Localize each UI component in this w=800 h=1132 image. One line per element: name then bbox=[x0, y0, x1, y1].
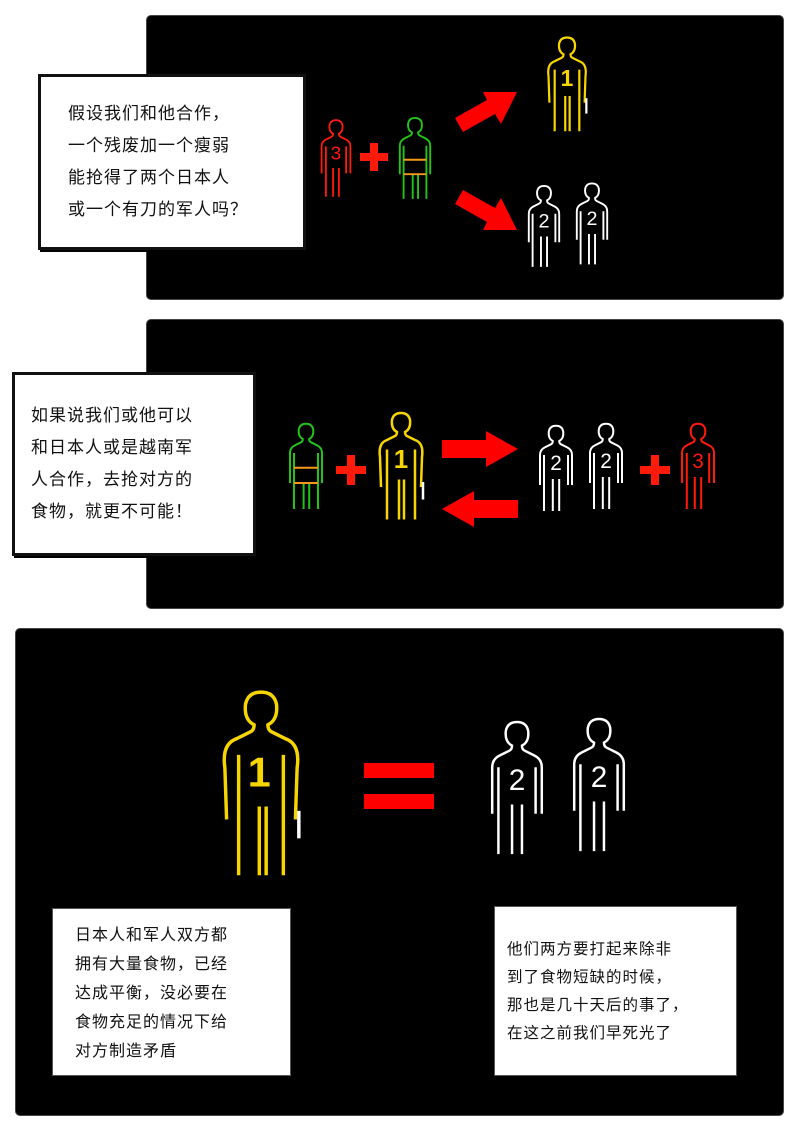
caption-line: 人合作，去抢对方的 bbox=[31, 470, 193, 490]
svg-text:2: 2 bbox=[539, 211, 550, 233]
caption-box-panel-3-left: 日本人和军人双方都 拥有大量食物，已经 达成平衡，没必要在 食物充足的情况下给 … bbox=[52, 908, 291, 1076]
caption-line: 在这之前我们早死光了 bbox=[507, 1024, 673, 1042]
caption-line: 到了食物短缺的时候， bbox=[507, 968, 673, 986]
caption-line: 日本人和军人双方都 bbox=[75, 924, 229, 944]
figure-soldier-yellow-1: 1 bbox=[222, 690, 301, 876]
caption-line: 假设我们和他合作， bbox=[68, 104, 230, 124]
arrow-left bbox=[442, 491, 518, 527]
svg-text:1: 1 bbox=[561, 65, 574, 91]
figure-crippled-red-3: 3 bbox=[320, 119, 352, 197]
svg-text:2: 2 bbox=[509, 764, 526, 797]
figure-japanese-white-2b: 2 bbox=[572, 717, 626, 852]
caption-line: 食物，就更不可能！ bbox=[31, 502, 193, 522]
arrow-down-right bbox=[455, 190, 517, 230]
caption-line: 对方制造矛盾 bbox=[75, 1040, 178, 1060]
plus-operator bbox=[336, 455, 366, 485]
caption-line: 如果说我们或他可以 bbox=[31, 406, 193, 426]
caption-line: 他们两方要打起来除非 bbox=[507, 940, 673, 958]
figure-soldier-yellow-1: 1 bbox=[547, 36, 588, 132]
caption-line: 和日本人或是越南军 bbox=[31, 438, 193, 458]
caption-line: 或一个有刀的军人吗？ bbox=[68, 200, 248, 220]
arrow-right bbox=[442, 431, 518, 467]
figure-japanese-white-2a: 2 bbox=[539, 424, 573, 511]
svg-text:2: 2 bbox=[550, 452, 562, 475]
caption-line: 达成平衡，没必要在 bbox=[75, 982, 229, 1002]
svg-text:2: 2 bbox=[591, 761, 608, 794]
caption-box-panel-3-right: 他们两方要打起来除非 到了食物短缺的时候， 那也是几十天后的事了， 在这之前我们… bbox=[494, 906, 737, 1076]
figure-japanese-white-2a: 2 bbox=[490, 720, 544, 855]
caption-line: 那也是几十天后的事了， bbox=[507, 996, 689, 1014]
figure-soldier-yellow-1: 1 bbox=[378, 411, 425, 520]
figure-japanese-white-2b: 2 bbox=[575, 182, 609, 265]
equals-operator bbox=[364, 763, 434, 811]
figure-weak-green bbox=[398, 117, 432, 199]
svg-text:3: 3 bbox=[331, 143, 341, 164]
caption-box-panel-1: 假设我们和他合作， 一个残废加一个瘦弱 能抢得了两个日本人 或一个有刀的军人吗？ bbox=[38, 74, 306, 250]
figure-crippled-red-3: 3 bbox=[681, 422, 715, 509]
caption-line: 一个残废加一个瘦弱 bbox=[68, 136, 230, 156]
svg-text:3: 3 bbox=[692, 450, 704, 473]
plus-operator bbox=[640, 455, 670, 485]
svg-text:2: 2 bbox=[600, 450, 612, 473]
svg-text:1: 1 bbox=[394, 444, 408, 474]
figure-japanese-white-2a: 2 bbox=[527, 185, 561, 267]
figure-japanese-white-2b: 2 bbox=[589, 422, 623, 509]
svg-text:1: 1 bbox=[248, 750, 271, 796]
caption-line: 拥有大量食物，已经 bbox=[75, 953, 229, 973]
caption-line: 能抢得了两个日本人 bbox=[68, 168, 230, 188]
plus-operator bbox=[360, 143, 388, 171]
svg-text:2: 2 bbox=[587, 208, 598, 230]
figure-weak-green bbox=[289, 422, 323, 509]
caption-box-panel-2: 如果说我们或他可以 和日本人或是越南军 人合作，去抢对方的 食物，就更不可能！ bbox=[12, 372, 256, 556]
arrow-up-right bbox=[455, 92, 517, 132]
caption-line: 食物充足的情况下给 bbox=[75, 1011, 229, 1031]
